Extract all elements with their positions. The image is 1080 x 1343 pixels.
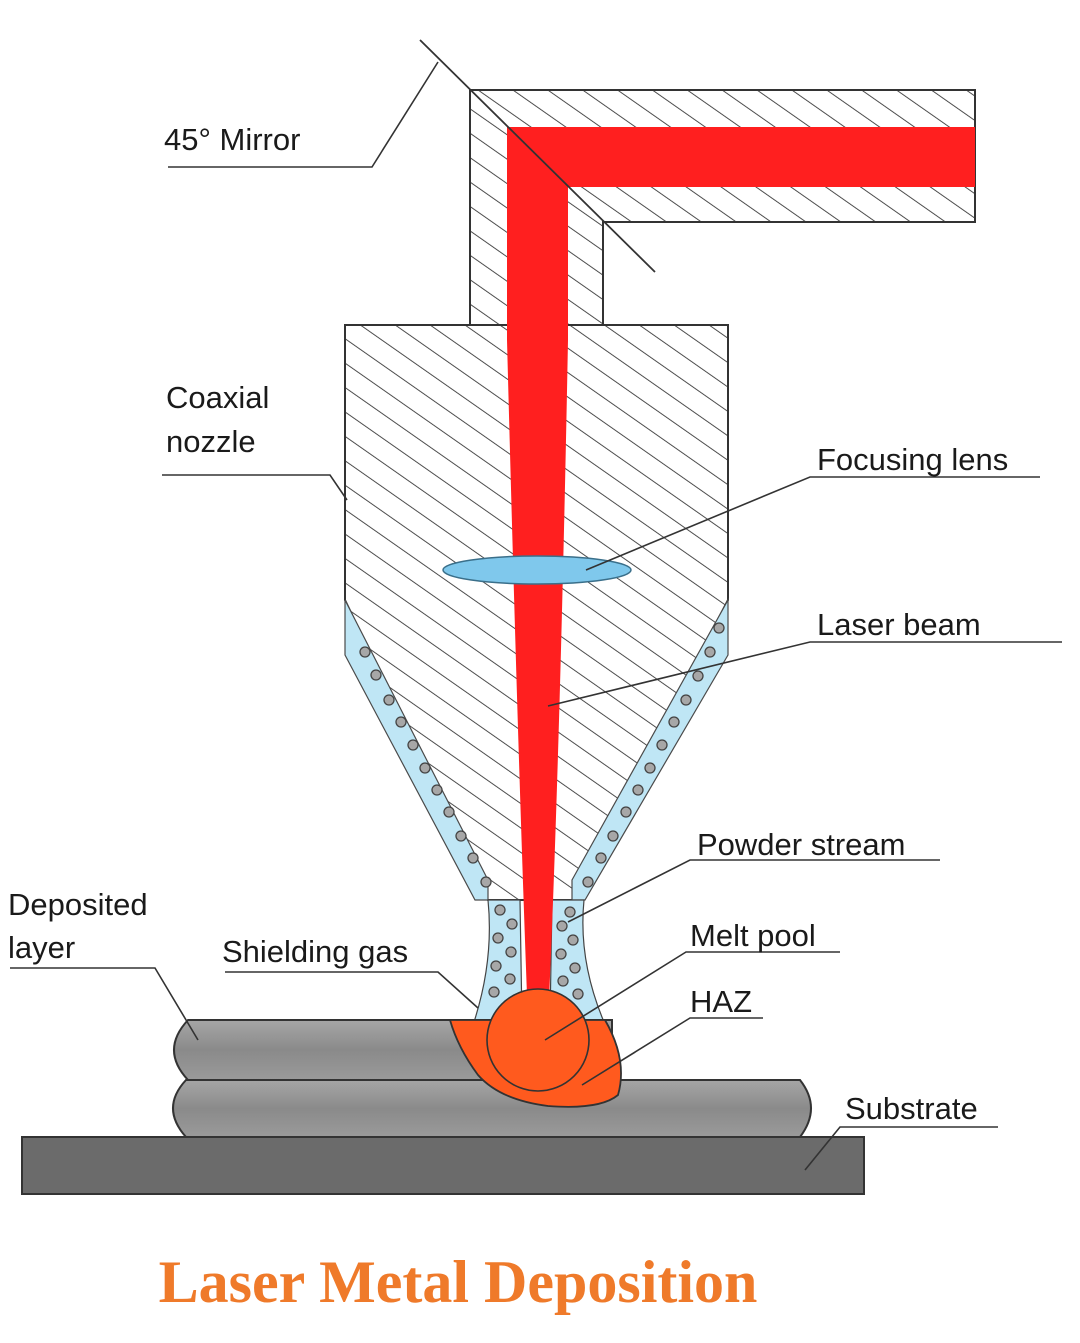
leader-lines [10, 61, 1062, 1171]
melt-pool [448, 988, 622, 1108]
mirror-line [419, 39, 656, 273]
label-substrate: Substrate [845, 1091, 978, 1126]
powder-particles-channels [359, 622, 725, 888]
substrate-block [21, 1136, 865, 1195]
label-mirror: 45° Mirror [164, 122, 300, 157]
label-coaxial-nozzle-line1: Coaxial [166, 380, 269, 415]
label-haz: HAZ [690, 984, 752, 1019]
label-focusing-lens: Focusing lens [817, 442, 1008, 477]
label-powder-stream: Powder stream [697, 827, 905, 862]
label-melt-pool: Melt pool [690, 918, 816, 953]
focusing-lens [442, 555, 632, 585]
laser-beam [507, 127, 975, 1022]
deposited-layer-lower [172, 1079, 812, 1138]
label-laser-beam: Laser beam [817, 607, 981, 642]
diagram-title: Laser Metal Deposition [159, 1249, 758, 1315]
label-coaxial-nozzle-line2: nozzle [166, 424, 256, 459]
melt-pool-core [486, 988, 590, 1092]
label-shielding-gas: Shielding gas [222, 934, 408, 969]
label-deposited-layer-line1: Deposited [8, 887, 148, 922]
label-deposited-layer-line2: layer [8, 930, 75, 965]
